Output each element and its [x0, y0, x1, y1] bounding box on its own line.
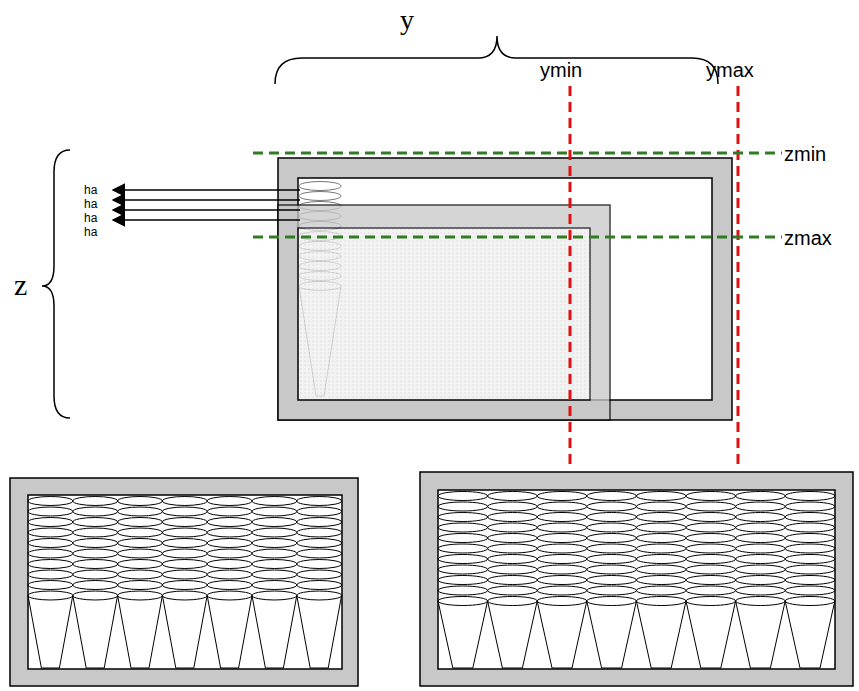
axis-label: zmax [782, 228, 834, 248]
back-tray [278, 158, 732, 420]
height-arrows [113, 190, 300, 220]
cup-stacks [438, 492, 835, 669]
z-brace [42, 150, 70, 418]
height-label: ha [84, 184, 97, 196]
height-label: ha [84, 226, 97, 238]
height-label: ha [84, 212, 97, 224]
y-limit-lines [570, 86, 738, 466]
axis-label: ymax [706, 60, 754, 80]
height-label: ha [84, 198, 97, 210]
bottom-right-tray [420, 472, 853, 686]
z-limit-lines [253, 153, 828, 237]
axis-label: y [400, 6, 414, 34]
bottom-left-tray [10, 478, 358, 686]
axis-label: zmin [782, 144, 828, 164]
cup-stacks [28, 497, 342, 669]
y-brace [275, 36, 718, 84]
axis-label: z [14, 270, 27, 300]
axis-label: ymin [540, 60, 582, 80]
